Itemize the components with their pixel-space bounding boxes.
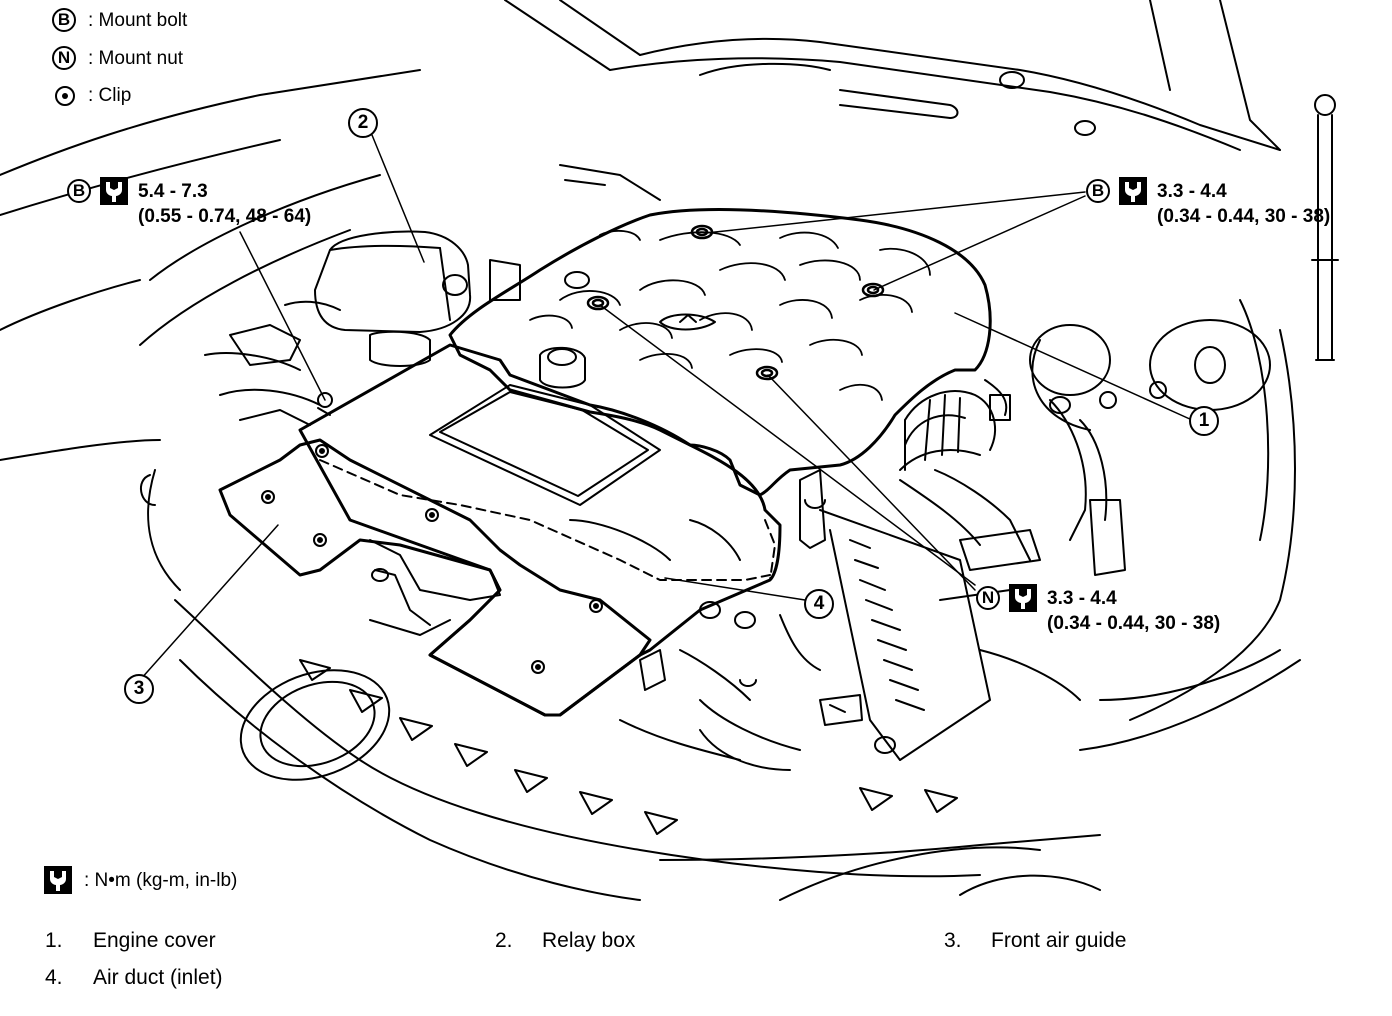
hood-outline [504, 0, 1281, 151]
part-number: 3. [944, 929, 962, 952]
torque-wrench-icon [100, 177, 128, 205]
radiator-area [799, 396, 1126, 761]
left-bolt-torque-value: 5.4 - 7.3 [138, 181, 208, 202]
torque-wrench-icon [1119, 177, 1147, 205]
left-bolt-symbol-icon: B [67, 179, 91, 203]
part-number: 2. [495, 929, 513, 952]
relay-box [314, 230, 472, 333]
bolt-symbol-icon: B [52, 8, 76, 32]
part-name: Front air guide [991, 929, 1127, 952]
part-name: Relay box [542, 929, 636, 952]
clip-points [261, 444, 603, 674]
nut-torque-symbol-icon: N [976, 586, 1000, 610]
air-duct-inlet [298, 343, 782, 717]
engine-cover [448, 208, 992, 497]
callout-1: 1 [1189, 406, 1219, 436]
right-bolt-symbol-icon: B [1086, 179, 1110, 203]
nut-torque-alt: (0.34 - 0.44, 30 - 38) [1047, 613, 1221, 634]
brake-booster [1029, 319, 1271, 431]
callout-2: 2 [348, 108, 378, 138]
part-number: 4. [45, 966, 63, 989]
hood-strut [1311, 94, 1339, 361]
torque-wrench-icon [1009, 584, 1037, 612]
nut-torque-value: 3.3 - 4.4 [1047, 588, 1117, 609]
part-name: Engine cover [93, 929, 216, 952]
callout-3: 3 [124, 674, 154, 704]
left-components [204, 164, 661, 426]
part-number: 1. [45, 929, 63, 952]
body-outline [0, 69, 1301, 901]
legend-nut-text: : Mount nut [88, 48, 184, 69]
intake-hose [899, 379, 1031, 561]
right-bolt-torque-value: 3.3 - 4.4 [1157, 181, 1227, 202]
lower-components [619, 601, 896, 771]
nut-symbol-icon: N [52, 46, 76, 70]
callout-4: 4 [804, 589, 834, 619]
clip-symbol-icon [55, 86, 75, 106]
right-bolt-torque-alt: (0.34 - 0.44, 30 - 38) [1157, 206, 1331, 227]
part-name: Air duct (inlet) [93, 966, 223, 989]
torque-unit-note: : N•m (kg-m, in-lb) [84, 870, 238, 891]
front-air-guide [218, 438, 652, 717]
torque-wrench-icon [44, 866, 72, 894]
legend-bolt-text: : Mount bolt [88, 10, 188, 31]
legend-clip-text: : Clip [88, 85, 132, 106]
left-bolt-torque-alt: (0.55 - 0.74, 48 - 64) [138, 206, 312, 227]
leader-lines [139, 134, 1193, 681]
